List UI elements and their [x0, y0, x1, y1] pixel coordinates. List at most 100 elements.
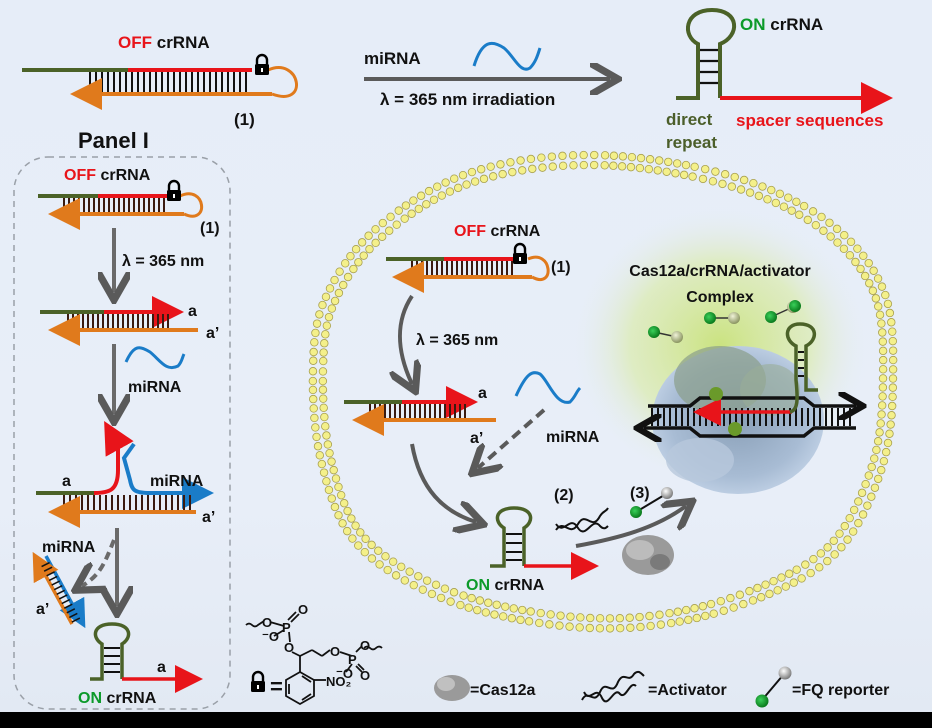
lipid-bead	[636, 622, 645, 632]
panel-i-border	[13, 156, 231, 710]
label-mirna: miRNA	[150, 473, 204, 490]
lipid-bead	[688, 172, 697, 181]
lipid-bead	[354, 258, 363, 267]
lipid-bead	[662, 167, 671, 176]
lipid-bead	[322, 477, 331, 486]
lipid-bead	[754, 191, 764, 201]
lipid-bead	[878, 365, 888, 374]
cell-cleaved-duplex: a a’	[344, 385, 496, 447]
lipid-bead	[682, 605, 691, 615]
lipid-bead	[400, 214, 409, 223]
schematic-diagram: OFF crRNA (1) miRNA λ = 365 nm irradiati…	[13, 7, 898, 710]
lipid-bead	[817, 212, 826, 222]
cell-mirna-icon	[514, 371, 582, 404]
lipid-bead	[709, 609, 718, 618]
lipid-bead	[312, 319, 322, 328]
lipid-bead	[875, 310, 885, 320]
lipid-bead	[526, 154, 536, 164]
lipid-bead	[356, 528, 365, 537]
panel-off-crrna-number: (1)	[200, 220, 220, 237]
lipid-bead	[878, 355, 888, 365]
lipid-bead	[840, 521, 849, 531]
lipid-bead	[467, 167, 477, 177]
lipid-bead	[462, 180, 471, 189]
lipid-bead	[646, 621, 655, 631]
base-pair	[68, 612, 78, 619]
lipid-bead	[761, 580, 770, 589]
cas12a-protein-icon	[622, 535, 674, 575]
lipid-bead	[690, 162, 699, 172]
lipid-bead	[535, 618, 544, 628]
label-a-prime: a’	[36, 601, 49, 618]
lipid-bead	[449, 588, 459, 597]
svg-text:O: O	[262, 615, 272, 630]
lipid-bead	[518, 605, 527, 615]
lipid-bead	[556, 611, 565, 620]
lipid-bead	[327, 304, 337, 313]
cell-step1-label: λ = 365 nm	[416, 332, 498, 349]
lipid-bead	[479, 174, 489, 184]
lipid-bead	[378, 218, 388, 228]
lipid-bead	[589, 160, 599, 170]
base-pair	[58, 594, 68, 600]
hairpin-loop	[267, 66, 298, 98]
lipid-bead	[878, 337, 888, 346]
base-pair	[71, 617, 81, 623]
fluorophore	[704, 312, 716, 324]
lipid-bead	[311, 328, 320, 338]
lipid-bead	[309, 394, 318, 404]
lipid-bead	[773, 586, 782, 595]
lipid-bead	[739, 599, 748, 609]
cell-mirna-label: miRNA	[546, 429, 600, 446]
lipid-bead	[492, 600, 501, 609]
lipid-bead	[730, 172, 739, 182]
lipid-bead	[315, 310, 324, 319]
lipid-bead	[835, 529, 844, 538]
lipid-bead	[309, 347, 318, 357]
lipid-bead	[422, 200, 431, 209]
lipid-bead	[887, 401, 897, 411]
lipid-bead	[537, 153, 546, 162]
lipid-bead	[887, 411, 896, 420]
lipid-bead	[322, 431, 331, 440]
lipid-bead	[833, 238, 842, 247]
lipid-bead	[308, 385, 318, 395]
lipid-bead	[330, 296, 340, 306]
lipid-bead	[394, 206, 403, 215]
lipid-bead	[644, 164, 654, 174]
lipid-bead	[878, 374, 888, 383]
lipid-bead	[496, 160, 505, 169]
lipid-bead	[341, 259, 350, 268]
panel-step1-label: λ = 365 nm	[122, 253, 204, 270]
lipid-bead	[878, 328, 887, 337]
lipid-bead	[456, 600, 465, 610]
lipid-bead	[832, 224, 842, 234]
lipid-bead	[459, 591, 468, 600]
lipid-bead	[626, 623, 635, 632]
svg-text:O: O	[360, 638, 370, 653]
panel-off-crrna-label: OFF crRNA	[64, 167, 151, 184]
lipid-bead	[357, 238, 367, 247]
lipid-bead	[600, 161, 609, 170]
lipid-bead	[600, 151, 610, 160]
lipid-bead	[681, 160, 691, 170]
lipid-bead	[331, 474, 341, 483]
lipid-bead	[536, 608, 545, 618]
top-on-crrna-label: ON crRNA	[740, 15, 823, 34]
lipid-bead	[334, 482, 343, 492]
lipid-bead	[453, 183, 463, 193]
lipid-bead	[371, 238, 380, 248]
lipid-bead	[327, 494, 336, 503]
lipid-bead	[488, 172, 498, 181]
panel-dashed-arrow	[82, 539, 116, 586]
lipid-bead	[391, 571, 401, 580]
bottom-black-bar	[0, 712, 932, 728]
lipid-bead	[739, 175, 749, 185]
lipid-bead	[558, 161, 568, 171]
lipid-bead	[422, 576, 432, 585]
lipid-bead	[854, 518, 863, 528]
base-pair	[53, 585, 63, 591]
on-crrna-hairpin	[676, 7, 737, 100]
lipid-bead	[334, 511, 343, 520]
lipid-bead	[405, 567, 414, 576]
